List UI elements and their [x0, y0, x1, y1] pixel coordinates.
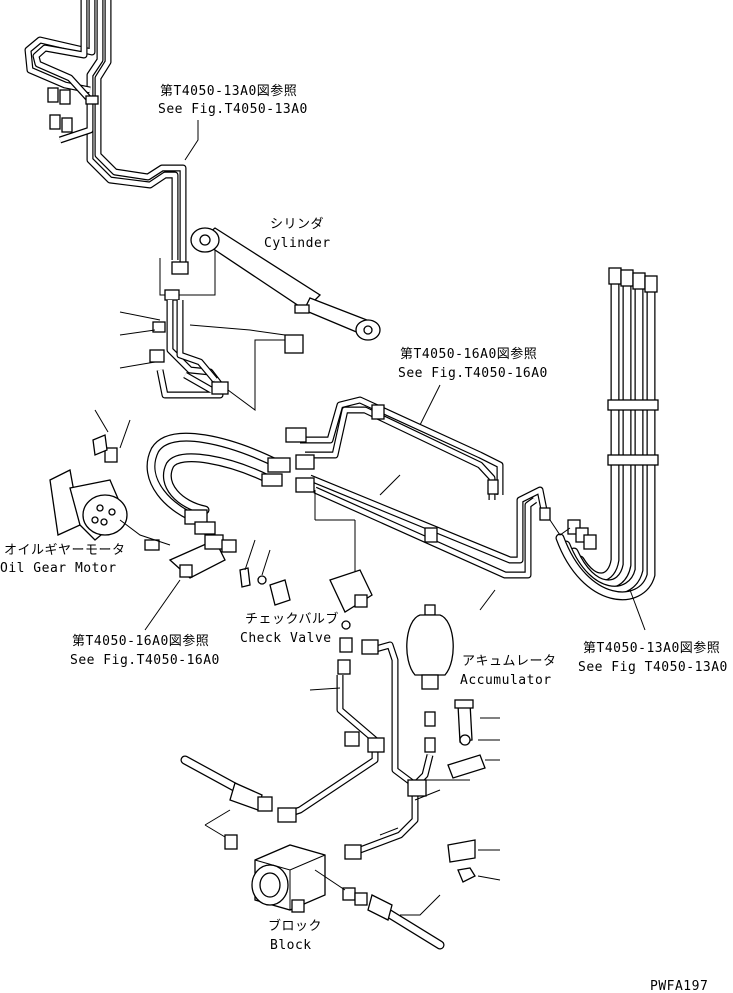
- check-valve-jp: チェックバルブ: [245, 611, 339, 627]
- ref-left-jp: 第T4050-16A0図参照: [72, 633, 209, 649]
- leader-ref-top: [184, 120, 199, 161]
- accumulator-en: Accumulator: [460, 673, 552, 688]
- right-hose-bundle: [549, 267, 659, 631]
- block: [251, 844, 445, 950]
- ref-mid-jp: 第T4050-16A0図参照: [400, 346, 537, 362]
- ref-right-jp: 第T4050-13A0図参照: [583, 640, 720, 656]
- ref-mid-en: See Fig.T4050-16A0: [398, 366, 548, 381]
- lower-left-hose: [180, 755, 273, 850]
- block-en: Block: [270, 938, 312, 953]
- ref-left-en: See Fig.T4050-16A0: [70, 653, 220, 668]
- cylinder-fittings: [119, 250, 286, 411]
- u-hose: [146, 432, 291, 535]
- check-valve-en: Check Valve: [240, 631, 332, 646]
- leader-ref-left: [144, 579, 181, 631]
- accumulator-jp: アキュムレータ: [462, 654, 557, 669]
- ref-top-en: See Fig.T4050-13A0: [158, 102, 308, 117]
- top-pipe-bundle: [24, 0, 187, 265]
- ref-right-en: See Fig T4050-13A0: [578, 660, 728, 675]
- cylinder: [190, 227, 381, 354]
- ref-top-jp: 第T4050-13A0図参照: [160, 83, 297, 99]
- cylinder-jp: シリンダ: [270, 217, 324, 232]
- drawing-code: PWFA197: [650, 979, 708, 993]
- check-valve: [314, 490, 373, 675]
- accumulator-hardware: [447, 699, 501, 883]
- leader-ref-mid: [419, 384, 441, 426]
- block-jp: ブロック: [268, 918, 322, 934]
- central-pipe-frame: [285, 396, 551, 611]
- motor-jp: オイルギヤーモータ: [4, 543, 126, 558]
- accumulator: [406, 604, 454, 753]
- lower-piping: [277, 639, 470, 860]
- cylinder-en: Cylinder: [264, 236, 331, 251]
- oil-gear-motor: [49, 409, 291, 606]
- motor-en: Oil Gear Motor: [0, 561, 117, 576]
